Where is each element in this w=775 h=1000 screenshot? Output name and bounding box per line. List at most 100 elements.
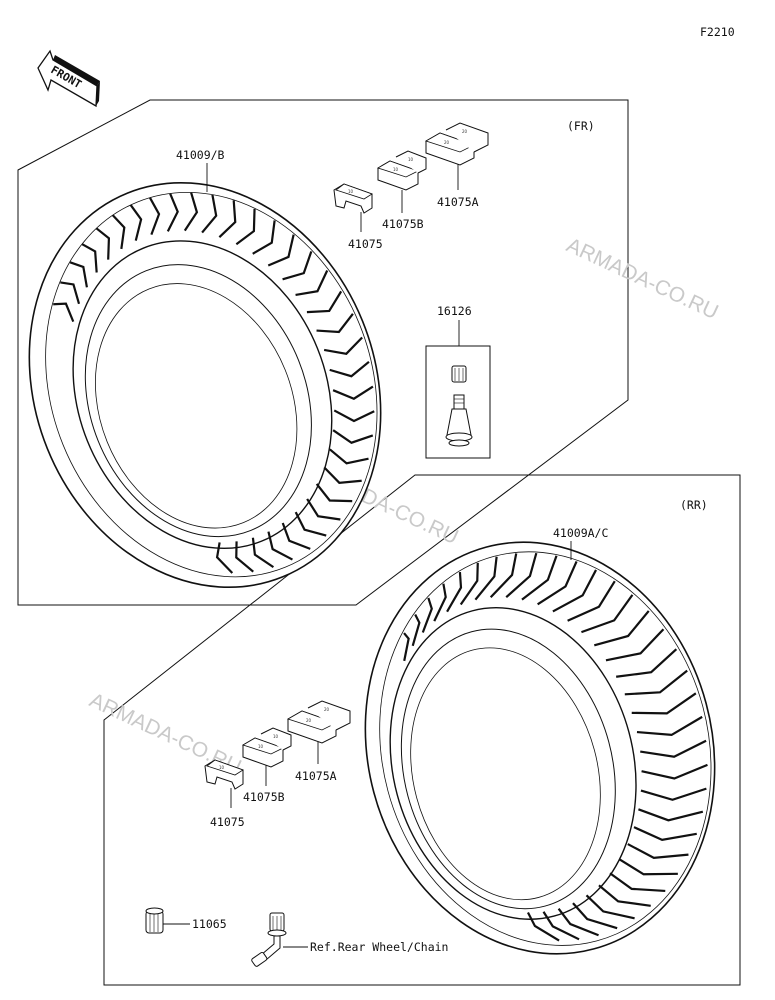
tread-block	[95, 227, 111, 260]
tread-block	[129, 204, 143, 241]
rear-weight-41075-icon: 10	[204, 759, 244, 790]
rear-valve-cap-icon	[145, 907, 164, 934]
front-weight-label-1: 41075	[348, 237, 383, 251]
tread-block	[403, 632, 410, 662]
tread-block	[526, 912, 560, 942]
tread-block	[446, 571, 463, 613]
tread-block	[624, 669, 688, 696]
tread-block	[60, 281, 81, 305]
tread-block	[53, 302, 75, 323]
tread-block	[166, 193, 179, 232]
tread-block	[295, 270, 329, 297]
tread-block	[641, 763, 708, 780]
tread-block	[505, 552, 538, 599]
tread-block	[235, 208, 256, 246]
tread-block	[609, 872, 666, 893]
tread-block	[329, 360, 370, 378]
tread-block	[281, 522, 311, 550]
front-weight-41075A-icon: 20 20	[425, 122, 489, 166]
tread-block	[218, 200, 237, 238]
svg-text:10: 10	[393, 167, 399, 172]
front-tire	[28, 181, 382, 589]
tread-block	[627, 843, 689, 860]
tread-block	[294, 511, 327, 537]
tread-block	[333, 409, 375, 423]
tread-block	[585, 894, 635, 920]
tread-block	[81, 243, 98, 273]
tread-block	[183, 192, 199, 232]
tread-block	[557, 907, 599, 937]
svg-text:20: 20	[306, 718, 312, 723]
svg-text:20: 20	[462, 129, 468, 134]
watermark-1: ARMADA-CO.RU	[563, 234, 722, 324]
tread-block	[332, 385, 374, 400]
svg-text:10: 10	[219, 765, 225, 770]
front-section-label: (FR)	[567, 119, 595, 133]
tread-block	[201, 194, 218, 234]
svg-text:20: 20	[324, 707, 330, 712]
svg-text:10: 10	[258, 744, 264, 749]
tread-block	[631, 692, 697, 715]
tread-block	[69, 261, 88, 288]
svg-text:20: 20	[444, 140, 450, 145]
tread-block	[215, 542, 234, 574]
tread-block	[323, 466, 362, 484]
rear-weight-41075B-icon: 10 10	[242, 727, 292, 768]
rear-valve-cap-part-number: 11065	[192, 917, 227, 931]
tread-block	[332, 429, 374, 444]
valve-cap-icon	[451, 365, 467, 383]
tread-block	[567, 580, 616, 622]
tread-block	[474, 556, 498, 601]
rear-tire-tread	[403, 552, 708, 942]
tread-block	[411, 614, 421, 647]
tread-block	[421, 597, 433, 633]
tread-block	[251, 537, 275, 569]
rear-weight-label-1: 41075	[210, 815, 245, 829]
tread-block	[267, 531, 293, 561]
rear-tire-part-number: 41009A/C	[553, 526, 608, 540]
tread-block	[572, 902, 618, 930]
svg-text:10: 10	[273, 734, 279, 739]
tread-block	[605, 628, 665, 662]
rear-angled-valve-icon	[251, 912, 287, 967]
tread-block	[640, 787, 707, 801]
tread-block	[306, 290, 343, 314]
tread-block	[537, 561, 578, 606]
tread-block	[252, 220, 276, 255]
tread-block	[619, 858, 678, 876]
tread-block	[638, 808, 704, 822]
rear-section-frame	[103, 474, 741, 986]
front-weight-41075B-icon: 10 10	[377, 150, 427, 191]
tread-block	[489, 553, 518, 598]
tread-block	[315, 483, 353, 503]
front-section-frame	[17, 99, 629, 606]
tread-block	[433, 583, 447, 622]
tread-block	[323, 336, 363, 355]
figure-code: F2210	[700, 25, 735, 39]
tread-block	[616, 648, 678, 678]
tread-block	[329, 448, 369, 465]
front-weight-41075-icon: 10	[333, 183, 373, 214]
tread-block	[552, 569, 597, 613]
tread-block	[521, 555, 558, 601]
tread-block	[148, 197, 161, 236]
front-tire-part-number: 41009/B	[176, 148, 225, 162]
tread-block	[306, 498, 341, 521]
tread-block	[235, 541, 254, 573]
front-tire-tread	[53, 192, 375, 574]
front-weight-label-3: 41075A	[437, 195, 479, 209]
tread-block	[636, 715, 703, 737]
tread-block	[316, 313, 354, 334]
rear-tire	[364, 541, 716, 955]
front-arrow-icon: FRONT	[37, 49, 100, 108]
tread-block	[267, 234, 295, 267]
tread-block	[598, 884, 651, 907]
tread-block	[593, 610, 650, 647]
tread-block	[282, 251, 313, 281]
rear-weight-label-2: 41075B	[243, 790, 285, 804]
svg-text:10: 10	[348, 189, 354, 194]
front-weight-label-2: 41075B	[382, 217, 424, 231]
rear-weight-label-3: 41075A	[295, 769, 337, 783]
svg-text:10: 10	[408, 157, 414, 162]
